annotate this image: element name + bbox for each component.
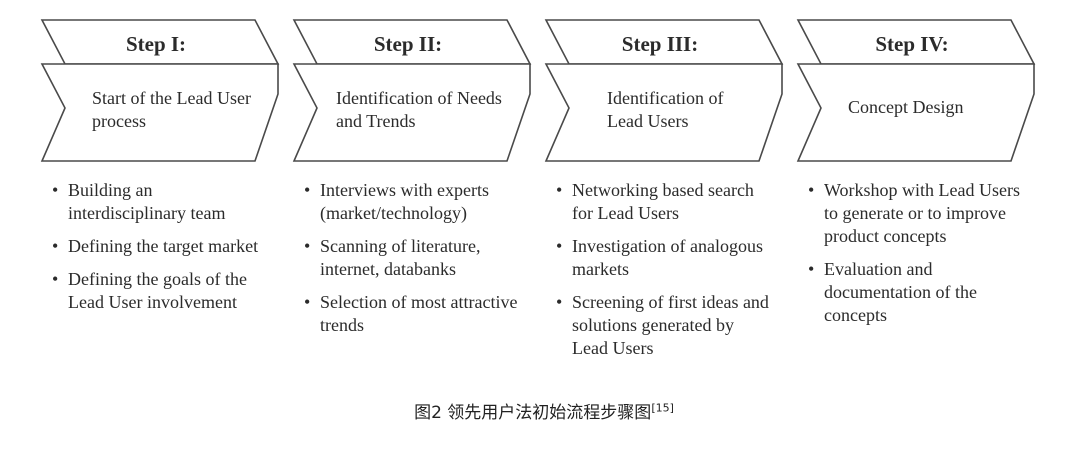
- step-3-description: Identification of Lead Users: [607, 88, 724, 131]
- step-1-description: Start of the Lead User process: [92, 88, 251, 131]
- step-3-body-chevron: [544, 63, 783, 162]
- step-4-bullet-2: Evaluation and documentation of the conc…: [808, 258, 1023, 327]
- step-2-bullets: Interviews with experts (market/technolo…: [304, 179, 519, 347]
- step-2-title: Step II:: [373, 32, 443, 56]
- caption-text: 图2 领先用户法初始流程步骤图: [414, 403, 652, 423]
- step-1-bullet-3: Defining the goals of the Lead User invo…: [52, 268, 267, 314]
- step-1-title: Step I:: [125, 32, 187, 56]
- step-3-bullets: Networking based search for Lead Users I…: [556, 179, 771, 370]
- step-2-description: Identification of Needs and Trends: [336, 88, 502, 131]
- step-1-bullet-1: Building an interdisciplinary team: [52, 179, 267, 225]
- step-1-body-chevron: [40, 63, 279, 162]
- step-2-bullet-3: Selection of most attractive trends: [304, 291, 519, 337]
- step-2-bullet-2: Scanning of literature, internet, databa…: [304, 235, 519, 281]
- step-2-bullet-1: Interviews with experts (market/technolo…: [304, 179, 519, 225]
- step-4-bullets: Workshop with Lead Users to generate or …: [808, 179, 1023, 337]
- step-3-bullet-2: Investigation of analogous markets: [556, 235, 771, 281]
- figure-caption: 图2 领先用户法初始流程步骤图[15]: [0, 398, 1088, 423]
- step-3-bullet-1: Networking based search for Lead Users: [556, 179, 771, 225]
- step-2-body-chevron: [292, 63, 531, 162]
- step-3-title: Step III:: [621, 32, 699, 56]
- step-1-bullets: Building an interdisciplinary team Defin…: [52, 179, 267, 324]
- step-1-bullet-2: Defining the target market: [52, 235, 267, 258]
- step-3-bullet-3: Screening of first ideas and solutions g…: [556, 291, 771, 360]
- caption-reference: [15]: [651, 401, 674, 415]
- step-4-description: Concept Design: [848, 97, 964, 117]
- step-4-title: Step IV:: [875, 32, 949, 56]
- step-4-body-chevron: [796, 63, 1035, 162]
- step-4-bullet-1: Workshop with Lead Users to generate or …: [808, 179, 1023, 248]
